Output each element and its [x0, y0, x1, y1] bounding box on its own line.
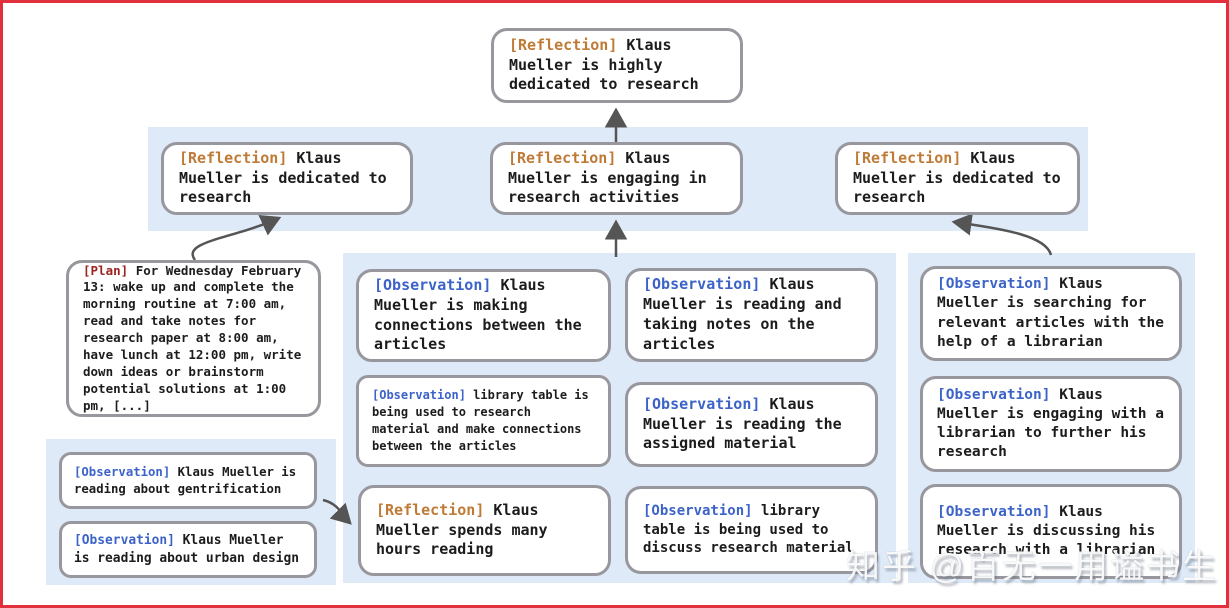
node-tag: [Reflection] — [509, 35, 618, 54]
node-tag: [Observation] — [937, 276, 1051, 293]
node-tag: [Reflection] — [853, 148, 962, 167]
node-tag: [Observation] — [643, 394, 761, 413]
node-reflection-hours-reading: [Reflection] Klaus Mueller spends many h… — [358, 485, 611, 576]
node-text: Klaus Mueller is reading about gentrific… — [74, 465, 297, 496]
node-reflection-center: [Reflection] Klaus Mueller is engaging i… — [490, 142, 743, 215]
node-root-reflection: [Reflection] Klaus Mueller is highly ded… — [491, 28, 743, 103]
node-tag: [Observation] — [374, 275, 492, 294]
node-text: Klaus Mueller is dedicated to research — [179, 148, 387, 207]
node-observation-library-table-discuss: [Observation] library table is being use… — [625, 486, 878, 574]
node-tag: [Reflection] — [508, 148, 617, 167]
node-text: Klaus Mueller is reading the assigned ma… — [643, 394, 842, 453]
node-text: library table is being used to discuss r… — [643, 503, 854, 557]
node-text: Klaus Mueller is searching for relevant … — [937, 276, 1164, 350]
node-tag: [Observation] — [74, 533, 175, 549]
node-reflection-right: [Reflection] Klaus Mueller is dedicated … — [835, 142, 1080, 215]
node-observation-library-table-research: [Observation] library table is being use… — [356, 375, 611, 467]
node-observation-engaging-librarian: [Observation] Klaus Mueller is engaging … — [920, 376, 1182, 472]
node-observation-discussing-research: [Observation] Klaus Mueller is discussin… — [920, 484, 1182, 579]
node-text: Klaus Mueller is dedicated to research — [853, 148, 1061, 207]
node-tag: [Observation] — [372, 388, 466, 403]
node-observation-making-connections: [Observation] Klaus Mueller is making co… — [356, 269, 611, 362]
node-plan: [Plan] For Wednesday February 13: wake u… — [66, 260, 321, 417]
node-tag: [Observation] — [643, 503, 753, 520]
node-tag: [Reflection] — [376, 500, 485, 519]
node-observation-assigned-material: [Observation] Klaus Mueller is reading t… — [625, 382, 878, 467]
node-observation-searching-articles: [Observation] Klaus Mueller is searching… — [920, 266, 1182, 361]
node-tag: [Observation] — [937, 386, 1051, 403]
node-observation-taking-notes: [Observation] Klaus Mueller is reading a… — [625, 268, 878, 362]
node-text: Klaus Mueller spends many hours reading — [376, 500, 548, 559]
node-text: Klaus Mueller is discussing his research… — [937, 503, 1156, 559]
node-reflection-left: [Reflection] Klaus Mueller is dedicated … — [161, 142, 413, 215]
node-text: library table is being used to research … — [372, 388, 589, 453]
zhihu-watermark: 知乎 @百无一用谥书生 — [846, 548, 1218, 586]
node-tag: [Observation] — [74, 465, 171, 480]
node-text: For Wednesday February 13: wake up and c… — [83, 262, 302, 413]
node-text: Klaus Mueller is making connections betw… — [374, 275, 582, 354]
node-tag: [Plan] — [83, 262, 129, 278]
node-text: Klaus Mueller is engaging in research ac… — [508, 148, 707, 207]
node-observation-gentrification: [Observation] Klaus Mueller is reading a… — [59, 452, 317, 509]
node-tag: [Reflection] — [179, 148, 288, 167]
node-tag: [Observation] — [937, 503, 1051, 520]
node-text: Klaus Mueller is highly dedicated to res… — [509, 35, 699, 94]
node-text: Klaus Mueller is reading about urban des… — [74, 533, 300, 566]
node-tag: [Observation] — [643, 275, 761, 294]
node-text: Klaus Mueller is engaging with a librari… — [937, 386, 1164, 461]
node-observation-urban-design: [Observation] Klaus Mueller is reading a… — [59, 521, 317, 578]
node-text: Klaus Mueller is reading and taking note… — [643, 275, 842, 353]
